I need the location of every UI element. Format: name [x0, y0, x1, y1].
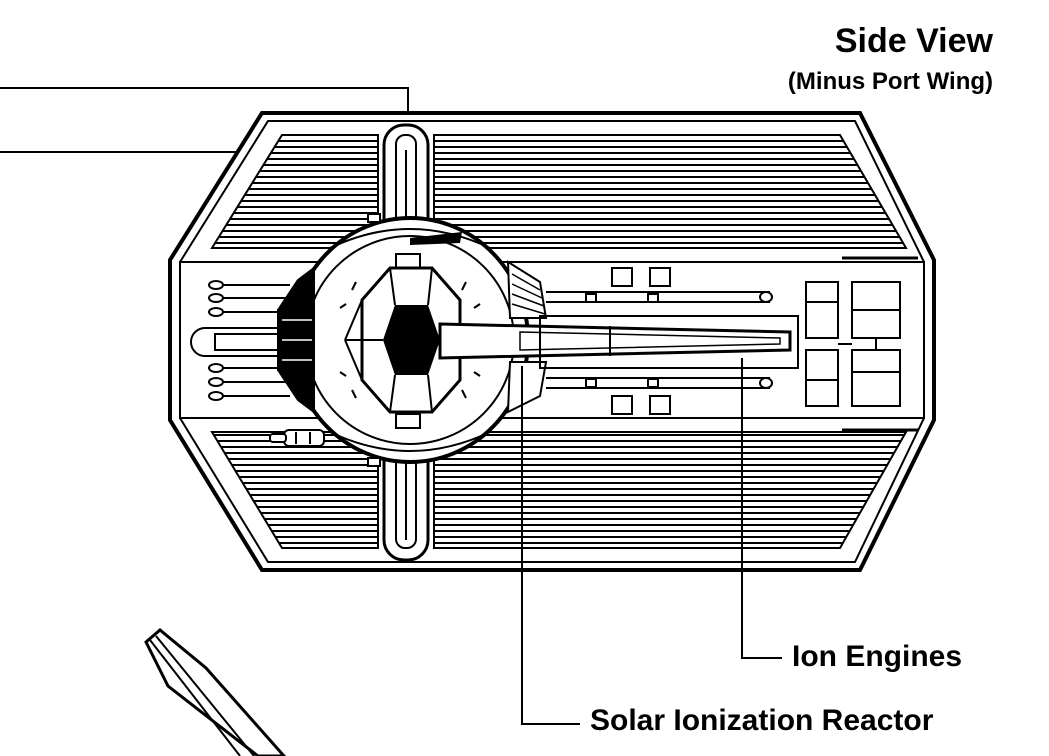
cockpit-bottom-arc [329, 431, 491, 452]
engine-beam-inner [519, 331, 781, 351]
cockpit-left-window-frame [282, 319, 312, 361]
ion-piping-bottom [546, 377, 773, 415]
view-subtitle: (Minus Port Wing) [787, 68, 993, 95]
reactor-control-boxes [805, 281, 901, 407]
cockpit-bottom-hatch [395, 413, 421, 429]
engine-housing [539, 315, 799, 369]
cockpit-side-fin-bottom [367, 457, 381, 467]
view-title: Side View [834, 22, 993, 60]
callout-solar-ionization-reactor: Solar Ionization Reactor [590, 704, 934, 737]
shoulder-ribs [511, 273, 546, 315]
cockpit-right-shoulder-lower [506, 361, 548, 414]
cockpit-top-hatch [395, 253, 421, 269]
cockpit-top-arc [329, 228, 491, 249]
left-cannon [269, 429, 325, 447]
cockpit-side-fin-top [367, 213, 381, 223]
cockpit-rivets [339, 281, 481, 399]
callout-ion-engines: Ion Engines [792, 640, 963, 673]
lower-wing-fragment [144, 628, 287, 756]
cockpit-right-shoulder [506, 260, 548, 319]
leader-ion-engines [741, 358, 782, 659]
solar-panel-top-right [433, 134, 908, 249]
solar-panel-bottom-right [433, 431, 908, 549]
cockpit-top-mark [410, 232, 462, 245]
ion-piping-top [546, 267, 773, 303]
viewport-dark [383, 305, 440, 375]
leader-reactor [521, 366, 580, 725]
